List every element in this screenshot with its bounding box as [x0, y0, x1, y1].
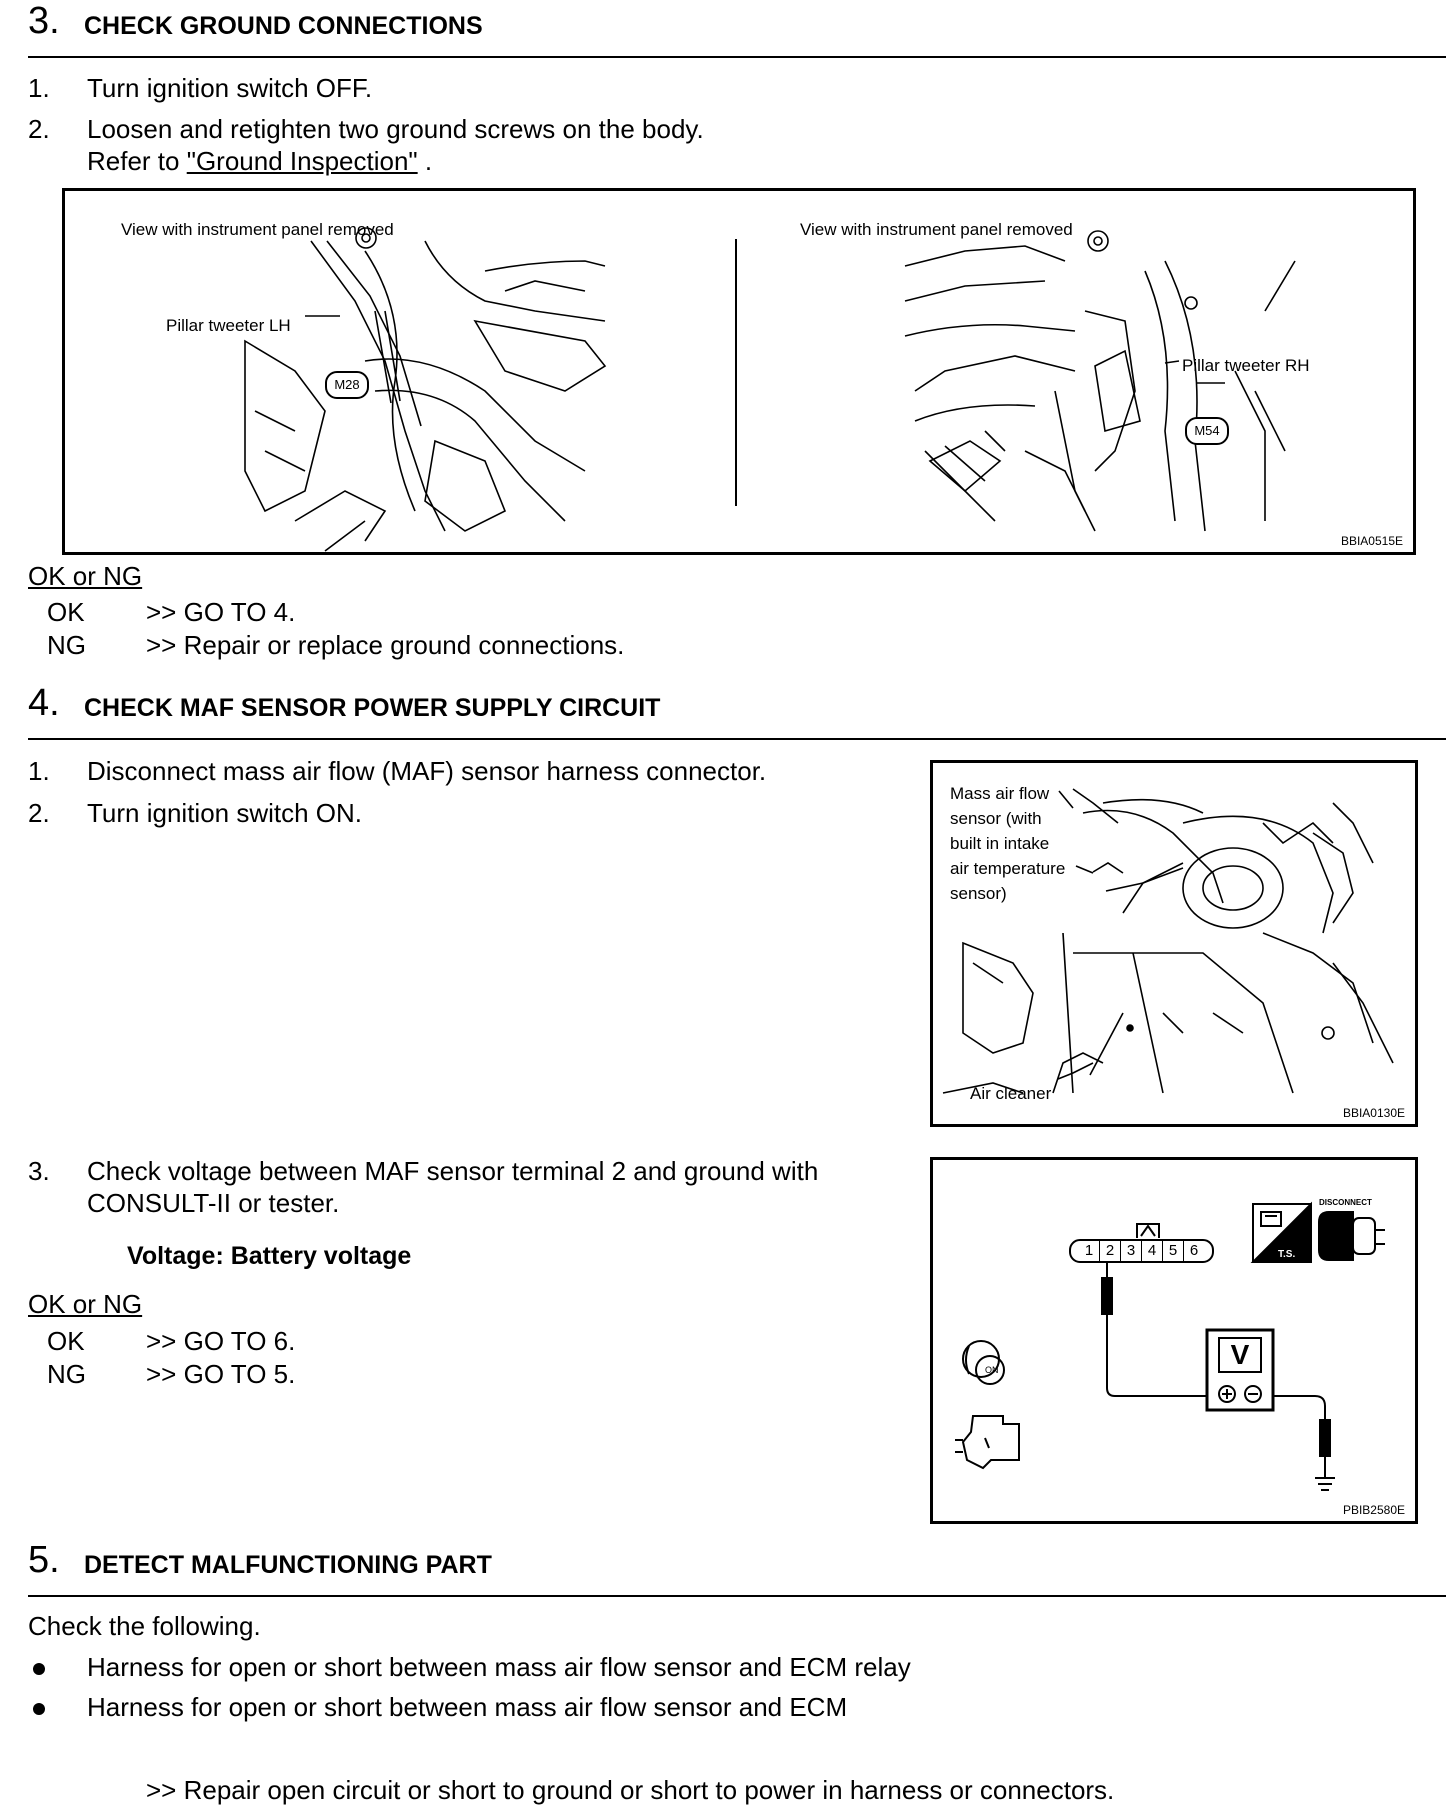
step-item-num: 1.: [28, 756, 50, 786]
voltmeter-label: V: [1230, 1339, 1250, 1370]
pillar-tweeter-rh-label: Pillar tweeter RH: [1182, 356, 1310, 375]
figure-code: PBIB2580E: [1342, 1503, 1405, 1517]
connector-m28-tag: M28: [325, 371, 369, 399]
step-title: CHECK MAF SENSOR POWER SUPPLY CIRCUIT: [84, 694, 661, 722]
step-number: 4.: [28, 682, 60, 724]
check-bullet-item: Harness for open or short between mass a…: [87, 1652, 911, 1682]
terminal-1: 1: [1084, 1242, 1094, 1259]
result-text: >> GO TO 5.: [146, 1359, 296, 1389]
step-item-num: 3.: [28, 1156, 50, 1186]
step-item-text: Disconnect mass air flow (MAF) sensor ha…: [87, 756, 767, 786]
voltage-spec: Voltage: Battery voltage: [127, 1242, 412, 1270]
result-text: >> Repair or replace ground connections.: [146, 630, 625, 660]
step-item-text: Check voltage between MAF sensor termina…: [87, 1156, 819, 1186]
ground-screws-figure: View with instrument panel removed View …: [62, 188, 1416, 555]
step-3-heading: 3. CHECK GROUND CONNECTIONS: [28, 0, 1446, 52]
heading-rule: [28, 1595, 1446, 1597]
maf-sensor-location-figure: Mass air flow sensor (with built in inta…: [930, 760, 1418, 1127]
result-key: NG: [47, 1359, 86, 1389]
label-line: air temperature: [950, 859, 1066, 878]
step-title: DETECT MALFUNCTIONING PART: [84, 1551, 492, 1579]
step-item-num: 2.: [28, 114, 50, 144]
step-title: CHECK GROUND CONNECTIONS: [84, 12, 483, 40]
step-number: 5.: [28, 1539, 60, 1581]
step-item-text: Turn ignition switch OFF.: [87, 73, 373, 103]
terminal-3: 3: [1120, 1241, 1141, 1261]
maf-sensor-drawing: [942, 788, 1394, 1094]
step-item-text: Loosen and retighten two ground screws o…: [87, 114, 704, 144]
step-item-num: 2.: [28, 798, 50, 828]
voltage-check-wiring: [955, 1201, 1385, 1491]
air-cleaner-label: Air cleaner: [970, 1084, 1052, 1103]
step-number: 3.: [28, 0, 60, 42]
right-view-caption: View with instrument panel removed: [800, 220, 1073, 239]
maf-sensor-label: Mass air flow sensor (with built in inta…: [950, 781, 1065, 906]
connector-m54-tag: M54: [1185, 417, 1229, 445]
ts-label: T.S.: [1278, 1249, 1296, 1260]
bullet-icon: [33, 1703, 45, 1715]
label-line: Mass air flow: [950, 784, 1050, 803]
label-line: built in intake: [950, 834, 1050, 853]
result-key: OK: [47, 597, 85, 627]
check-bullet-item: Harness for open or short between mass a…: [87, 1692, 848, 1722]
step-item-num: 1.: [28, 73, 50, 103]
terminal-6: 6: [1183, 1241, 1204, 1261]
result-text: >> GO TO 6.: [146, 1326, 296, 1356]
bullet-icon: [33, 1663, 45, 1675]
terminal-2: 2: [1099, 1241, 1120, 1261]
heading-rule: [28, 738, 1446, 740]
result-key: OK: [47, 1326, 85, 1356]
pillar-tweeter-lh-label: Pillar tweeter LH: [166, 316, 291, 335]
ground-inspection-link[interactable]: "Ground Inspection": [186, 146, 418, 176]
terminal-4: 4: [1141, 1241, 1162, 1261]
result-key: NG: [47, 630, 86, 660]
maf-harness-connector: 1 2 3 4 5 6: [1069, 1239, 1214, 1263]
check-intro: Check the following.: [28, 1611, 261, 1641]
heading-rule: [28, 56, 1446, 58]
figure-code: BBIA0130E: [1342, 1106, 1405, 1120]
ignition-on-label: ON: [985, 1365, 999, 1375]
refer-suffix: .: [417, 146, 433, 176]
refer-line: Refer to "Ground Inspection" .: [87, 145, 432, 177]
terminal-5: 5: [1162, 1241, 1183, 1261]
label-line: sensor (with: [950, 809, 1042, 828]
ok-or-ng-label: OK or NG: [28, 561, 143, 591]
refer-prefix: Refer to: [87, 146, 187, 176]
figure-code: BBIA0515E: [1340, 534, 1403, 548]
ground-screws-drawing: [244, 227, 1296, 552]
step-5-heading: 5. DETECT MALFUNCTIONING PART: [28, 1539, 1446, 1591]
step-item-text: Turn ignition switch ON.: [87, 798, 363, 828]
step-4-heading: 4. CHECK MAF SENSOR POWER SUPPLY CIRCUIT: [28, 682, 1446, 734]
label-line: sensor): [950, 884, 1007, 903]
result-text: >> GO TO 4.: [146, 597, 296, 627]
step-item-text-cont: CONSULT-II or tester.: [87, 1188, 340, 1218]
voltage-check-figure: 1 2 3 4 5 6: [930, 1157, 1418, 1524]
disconnect-label: DISCONNECT: [1319, 1198, 1372, 1207]
ok-or-ng-label: OK or NG: [28, 1289, 143, 1319]
repair-action: >> Repair open circuit or short to groun…: [146, 1775, 1115, 1805]
left-view-caption: View with instrument panel removed: [121, 220, 394, 239]
